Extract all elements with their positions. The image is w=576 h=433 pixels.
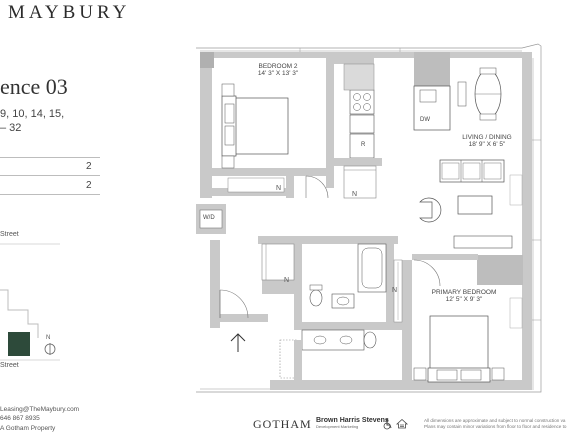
- coffee-table: [457, 195, 493, 215]
- disclaimer: All dimensions are approximate and subje…: [424, 418, 574, 430]
- residence-title: ence 03: [0, 74, 68, 99]
- double-vanity: [301, 329, 365, 351]
- room-name: BEDROOM 2: [258, 63, 298, 70]
- room-dimensions: 12' 5" X 9' 3": [445, 296, 483, 303]
- gotham-logo: GOTHAM: [253, 417, 312, 431]
- room-label-living: LIVING / DINING 18' 9" X 6' 5": [452, 134, 522, 148]
- fridge-label: R: [361, 142, 366, 148]
- room-label-bedroom-2: BEDROOM 2 14' 3" X 13' 3": [248, 63, 308, 77]
- svg-text:N: N: [352, 191, 357, 198]
- disclaimer-line-1: All dimensions are approximate and subje…: [424, 418, 566, 423]
- bed-bedroom-2: [234, 97, 289, 155]
- room-dimensions: 14' 3" X 13' 3": [257, 70, 299, 77]
- toilet: [309, 289, 323, 307]
- svg-text:N: N: [276, 185, 281, 192]
- room-dimensions: 18' 9" X 6' 5": [468, 141, 506, 148]
- closet: [343, 165, 377, 199]
- divider: [0, 194, 100, 195]
- wall-left-lower: [210, 240, 220, 328]
- contact-block: Leasing@TheMaybury.com 646 867 8935 A Go…: [0, 405, 79, 433]
- column: [414, 52, 450, 86]
- svg-text:N: N: [392, 287, 397, 294]
- street-label-bottom: Street: [0, 362, 19, 369]
- bhs-subtitle: Development Marketing: [316, 424, 359, 429]
- brand-logo: MAYBURY: [8, 2, 131, 23]
- compass-icon: [44, 343, 56, 355]
- contact-phone[interactable]: 646 867 8935: [0, 415, 40, 422]
- contact-company: A Gotham Property: [0, 425, 56, 432]
- key-map: [0, 243, 60, 361]
- wall-left-upper: [200, 52, 212, 198]
- floors-line-1: 9, 10, 14, 15,: [0, 108, 65, 120]
- media-console: [453, 235, 513, 249]
- unit-highlight: [8, 332, 30, 356]
- sink: [331, 293, 355, 309]
- contact-email[interactable]: Leasing@TheMaybury.com: [0, 406, 80, 413]
- armchair: [419, 197, 442, 223]
- bathroom-count: 2: [86, 180, 92, 191]
- wall-right: [522, 52, 532, 390]
- divider: [0, 175, 100, 176]
- cooktop: [349, 89, 375, 115]
- room-label-primary: PRIMARY BEDROOM 12' 5" X 9' 3": [426, 289, 502, 303]
- entry-door: [219, 289, 249, 319]
- floors-line-2: – 32: [0, 122, 22, 134]
- bed-primary: [429, 315, 489, 371]
- washer-dryer: [199, 209, 223, 229]
- wd-label: W/D: [203, 215, 215, 221]
- sofa: [439, 159, 505, 183]
- room-name: LIVING / DINING: [462, 134, 512, 141]
- disclaimer-line-2: Plans may contain minor variations from …: [424, 424, 567, 429]
- toilet: [363, 331, 377, 349]
- dw-label: DW: [420, 117, 430, 123]
- compass-north: N: [46, 335, 51, 341]
- svg-text:N: N: [284, 277, 289, 284]
- wall-top: [200, 52, 522, 58]
- accessibility-housing-icons: [383, 418, 409, 430]
- exterior-outline: [196, 43, 542, 393]
- bhs-logo: Brown Harris Stevens Development Marketi…: [316, 417, 389, 429]
- closet: [227, 177, 285, 193]
- divider: [0, 157, 100, 158]
- floor-plan: N N N N: [196, 43, 542, 393]
- column: [477, 255, 523, 285]
- bhs-name: Brown Harris Stevens: [316, 417, 389, 424]
- bedroom-count: 2: [86, 161, 92, 172]
- wall-bottom: [270, 380, 522, 390]
- refrigerator: [349, 133, 375, 159]
- room-name: PRIMARY BEDROOM: [431, 289, 497, 296]
- street-label-top: Street: [0, 231, 19, 238]
- bathtub: [357, 243, 387, 293]
